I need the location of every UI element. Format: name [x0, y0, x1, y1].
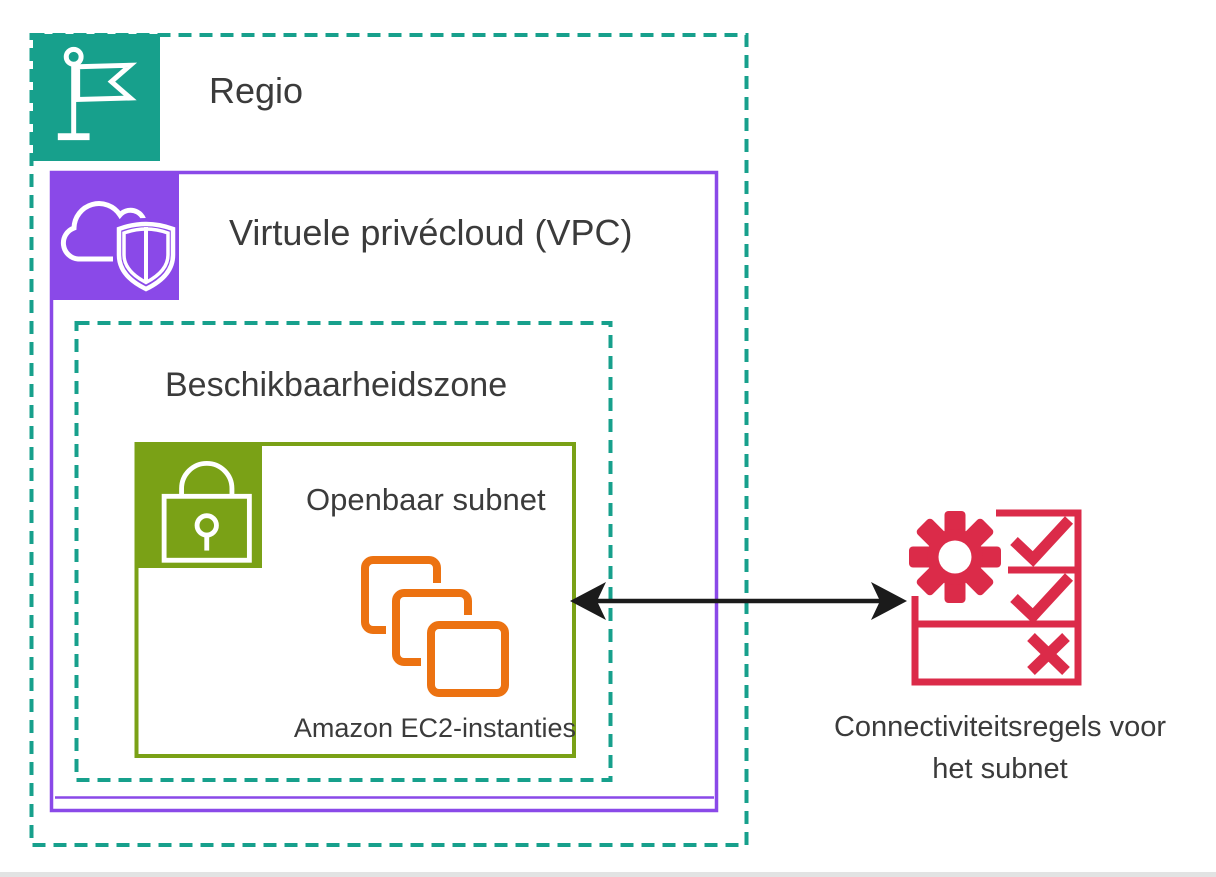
- subnet-label: Openbaar subnet: [306, 482, 546, 517]
- check-icon: [1010, 516, 1074, 567]
- region-icon-square: [33, 34, 160, 161]
- subnet-icon-square: [136, 444, 262, 568]
- availability-zone-border: [74, 321, 613, 782]
- cloud-with-shield-icon: [60, 201, 179, 296]
- ec2-instances-label: Amazon EC2-instanties: [293, 713, 577, 743]
- gear-icon: [909, 511, 1001, 603]
- double-headed-arrow: [570, 582, 907, 620]
- ec2-instances-icon: [361, 556, 515, 703]
- vpc-icon-square: [51, 172, 179, 300]
- lock-icon: [161, 461, 252, 563]
- x-icon: [1027, 633, 1070, 675]
- check-icon: [1010, 573, 1074, 624]
- availability-zone-label: Beschikbaarheidszone: [165, 366, 508, 404]
- flag-icon: [57, 46, 138, 141]
- vpc-label: Virtuele privécloud (VPC): [229, 212, 633, 253]
- region-label: Regio: [209, 70, 304, 111]
- vpc-group-border: [49, 170, 719, 813]
- bottom-edge-strip: [0, 872, 1216, 877]
- subnet-rules-label: Connectiviteitsregels voor het subnet: [833, 711, 1167, 786]
- gear-checklist-icon: [909, 509, 1082, 686]
- region-group-border: [29, 33, 749, 847]
